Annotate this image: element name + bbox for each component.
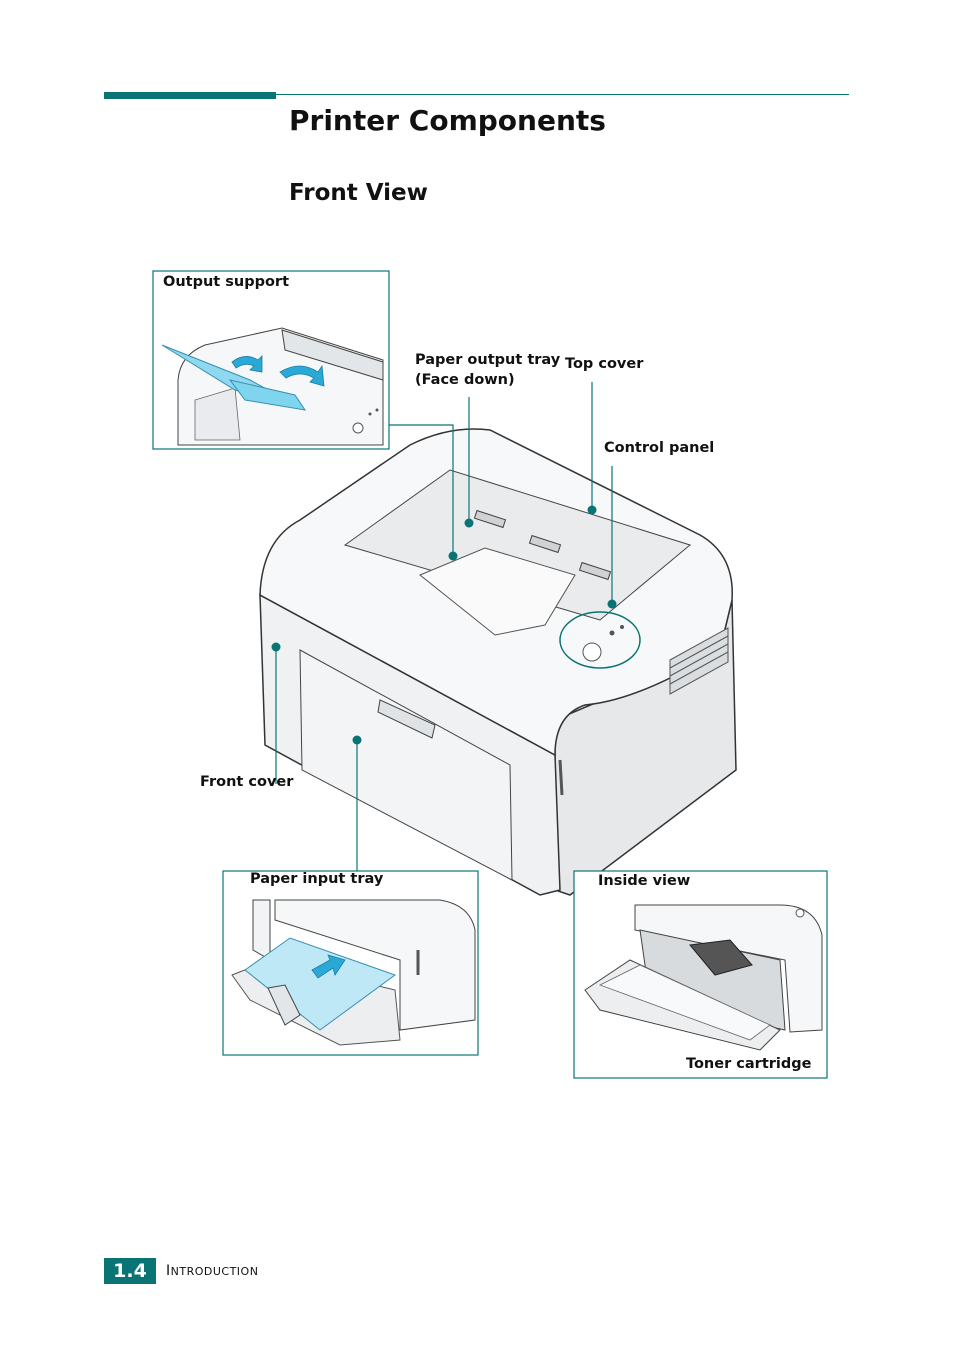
footer-section: INTRODUCTION <box>166 1263 258 1279</box>
label-face-down: (Face down) <box>415 372 515 388</box>
label-toner-cartridge: Toner cartridge <box>686 1056 812 1072</box>
header-rule-thick <box>104 92 276 99</box>
label-paper-output-tray: Paper output tray <box>415 352 561 368</box>
page-number: 1.4 <box>104 1258 156 1284</box>
label-inside-view: Inside view <box>598 873 691 889</box>
page-title: Printer Components <box>289 104 606 137</box>
footer-section-initial: I <box>166 1263 171 1279</box>
inset-paper-input-tray <box>222 870 479 1056</box>
header-rule-thin <box>276 94 849 95</box>
footer-section-rest: NTRODUCTION <box>170 1265 259 1278</box>
label-output-support: Output support <box>163 274 290 290</box>
label-top-cover: Top cover <box>565 356 644 372</box>
label-control-panel: Control panel <box>604 440 715 456</box>
section-title: Front View <box>289 180 428 206</box>
inset-output-support <box>152 270 390 450</box>
label-front-cover: Front cover <box>200 774 294 790</box>
label-paper-input-tray: Paper input tray <box>250 871 384 887</box>
inset-inside-view <box>573 870 828 1079</box>
